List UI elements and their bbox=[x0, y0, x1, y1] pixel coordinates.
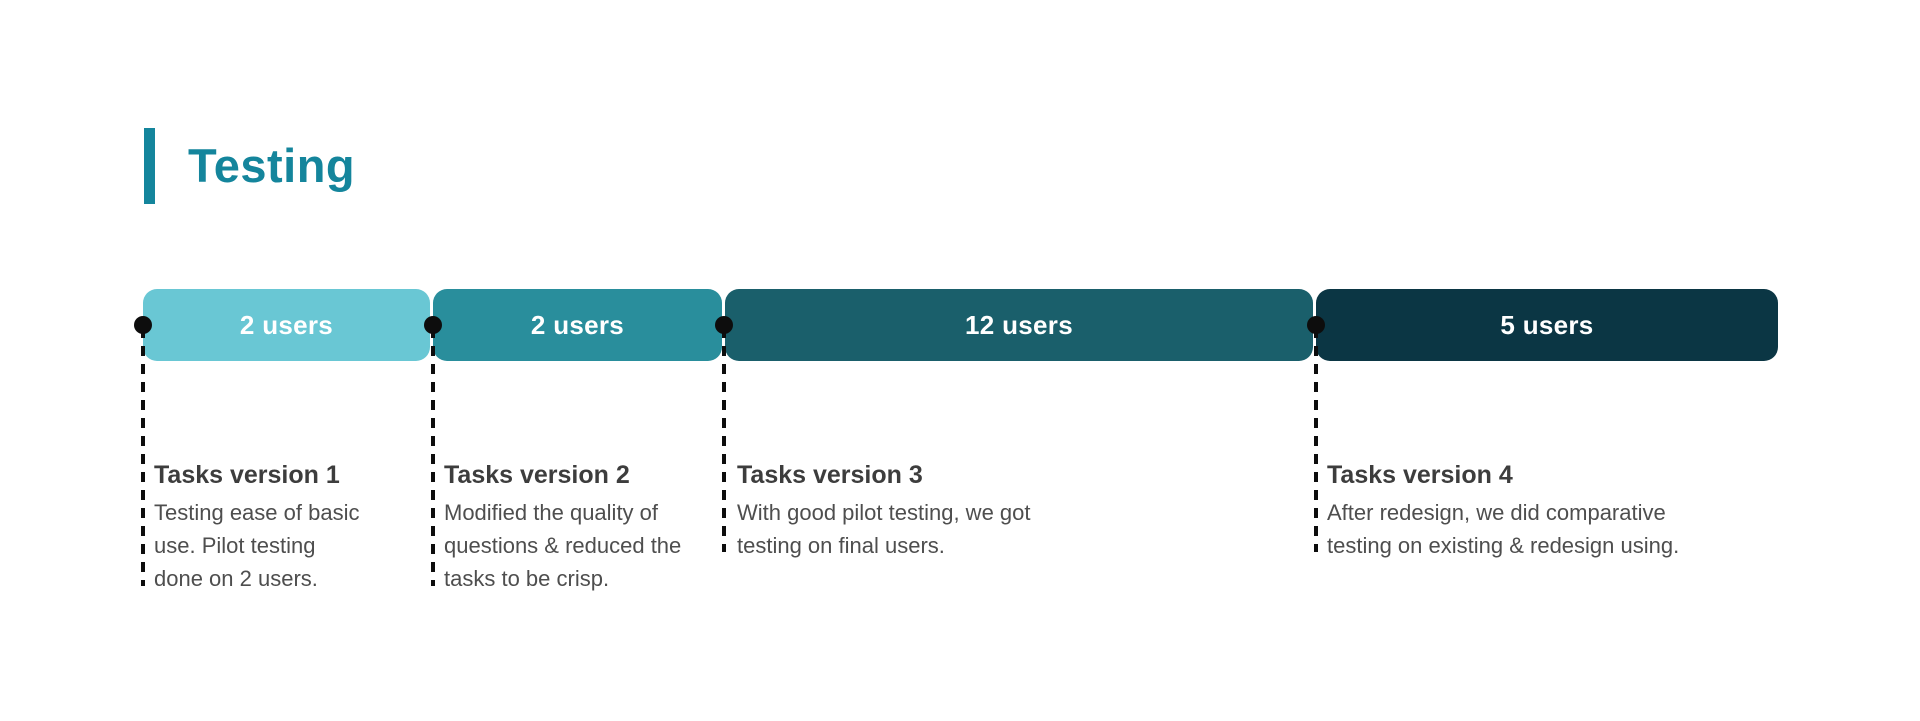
milestone-3-dashed-line bbox=[722, 328, 726, 552]
timeline-segment-3: 12 users bbox=[725, 289, 1313, 361]
milestone-2-dot-icon bbox=[424, 316, 442, 334]
milestone-2-dashed-line bbox=[431, 328, 435, 586]
page-title: Testing bbox=[188, 139, 356, 192]
milestone-3-title: Tasks version 3 bbox=[737, 461, 923, 489]
milestone-4-dot-icon bbox=[1307, 316, 1325, 334]
milestone-1-dashed-line bbox=[141, 328, 145, 586]
segment-3-users-label: 12 users bbox=[965, 309, 1073, 340]
segment-2-users-label: 2 users bbox=[530, 309, 625, 340]
heading-accent-bar bbox=[144, 128, 155, 204]
milestone-4-description: After redesign, we did comparative testi… bbox=[1327, 500, 1680, 558]
milestone-4-title: Tasks version 4 bbox=[1327, 461, 1513, 489]
timeline-segment-2: 2 users bbox=[433, 289, 722, 361]
milestone-3-dot-icon bbox=[715, 316, 733, 334]
milestone-4-dashed-line bbox=[1314, 328, 1318, 552]
timeline-segment-4: 5 users bbox=[1316, 289, 1778, 361]
segment-4-users-label: 5 users bbox=[1500, 309, 1594, 340]
section-heading: Testing bbox=[144, 128, 355, 204]
milestone-1-dot-icon bbox=[134, 316, 152, 334]
milestone-1-text-block: Tasks version 1 Testing ease of basic us… bbox=[154, 460, 404, 595]
milestone-2-title: Tasks version 2 bbox=[444, 461, 630, 489]
segment-1-users-label: 2 users bbox=[239, 309, 334, 340]
timeline-segment-1: 2 users bbox=[143, 289, 430, 361]
milestone-3-text-block: Tasks version 3 With good pilot testing,… bbox=[737, 460, 1097, 562]
milestone-3-description: With good pilot testing, we got testing … bbox=[737, 500, 1031, 558]
milestone-2-description: Modified the quality of questions & redu… bbox=[444, 500, 682, 591]
milestone-1-description: Testing ease of basic use. Pilot testing… bbox=[154, 500, 360, 591]
milestone-4-text-block: Tasks version 4 After redesign, we did c… bbox=[1327, 460, 1767, 562]
milestone-1-title: Tasks version 1 bbox=[154, 461, 340, 489]
milestone-2-text-block: Tasks version 2 Modified the quality of … bbox=[444, 460, 734, 595]
